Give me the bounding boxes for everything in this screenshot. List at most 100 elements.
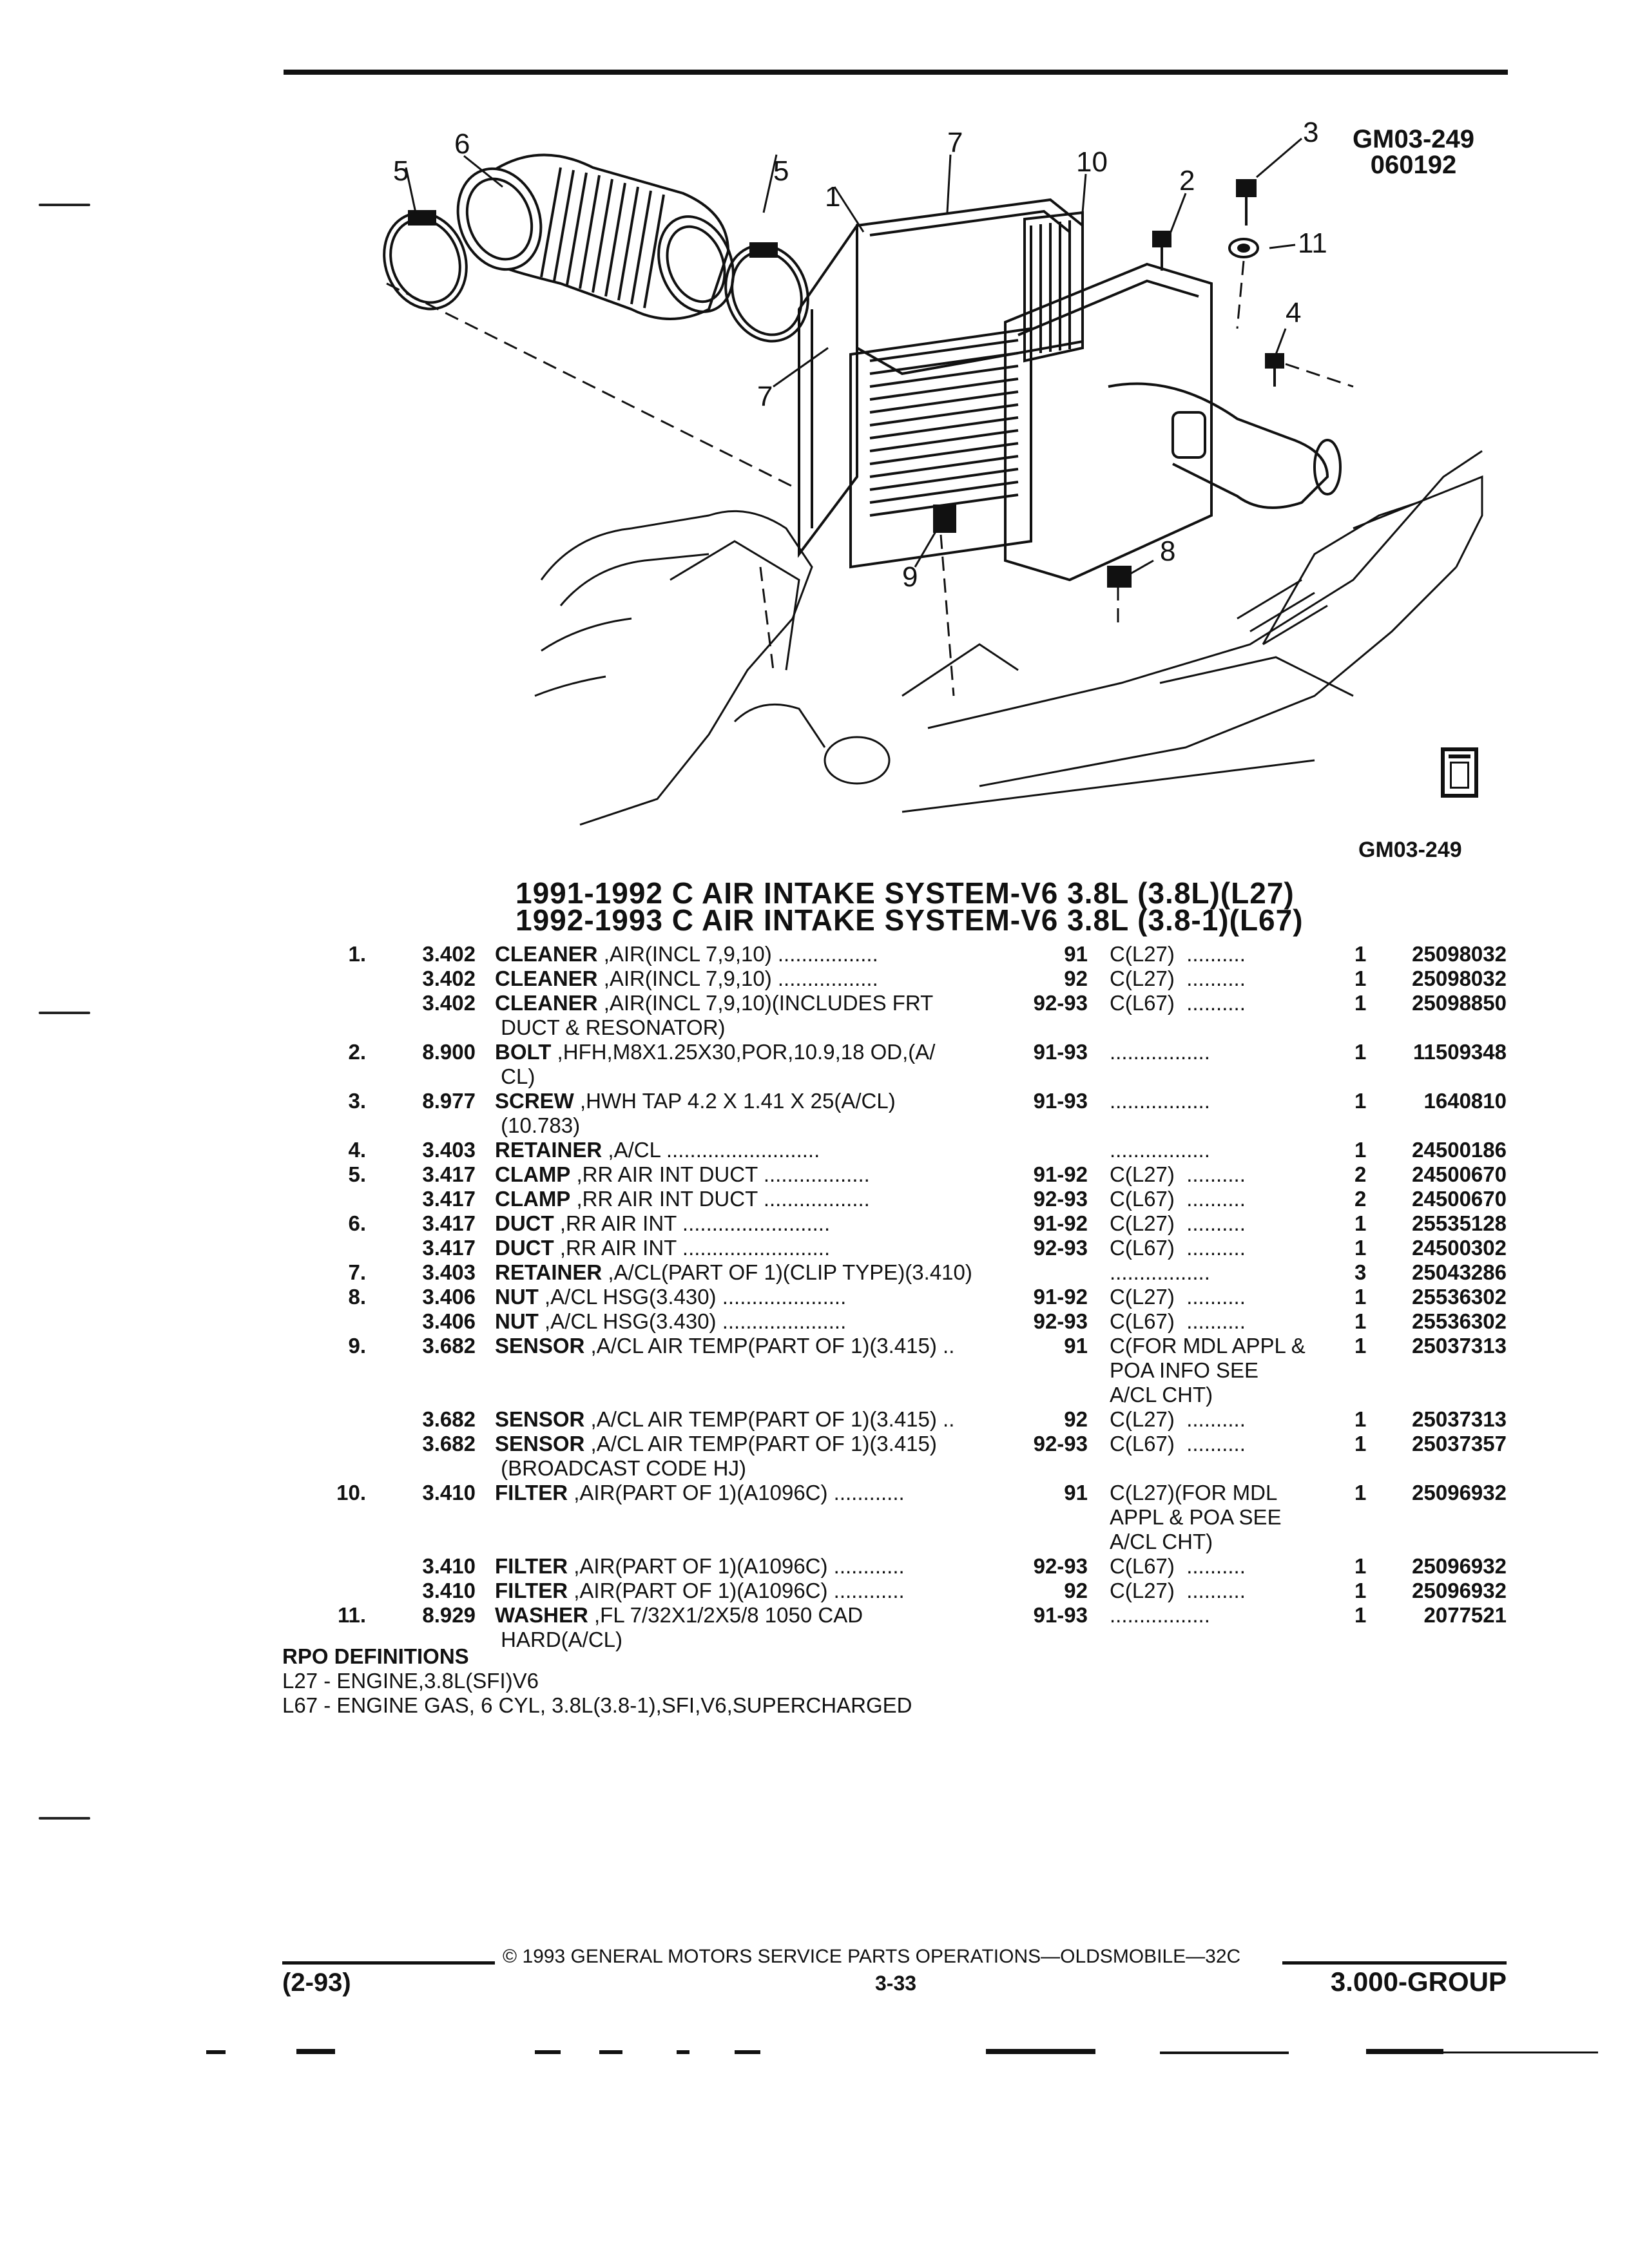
group-number: 3.403 — [422, 1260, 476, 1284]
rpo-heading: RPO DEFINITIONS — [282, 1644, 469, 1668]
callout-7-top: 7 — [947, 127, 963, 159]
air-intake-exploded-diagram: 6 5 5 1 7 10 2 3 11 4 7 9 8 — [383, 117, 1483, 826]
part-number: 25096932 — [1412, 1554, 1507, 1578]
part-number: 2077521 — [1423, 1603, 1507, 1627]
group-number: 3.410 — [422, 1579, 476, 1602]
model-years: 91-92 — [1033, 1211, 1088, 1235]
callout-leaders — [405, 137, 1302, 575]
quantity: 1 — [1354, 1603, 1367, 1627]
callout-5-left: 5 — [393, 155, 409, 187]
screw-3 — [1236, 179, 1257, 226]
part-description: (BROADCAST CODE HJ) — [495, 1456, 1023, 1481]
title-line-2: 1992-1993 C AIR INTAKE SYSTEM-V6 3.8L (3… — [516, 903, 1304, 937]
gm-spo-logo — [1441, 747, 1478, 798]
part-detail: ,A/CL AIR TEMP(PART OF 1)(3.415) .. — [590, 1407, 955, 1431]
page-number: 3-33 — [875, 1972, 917, 1995]
scan-artifact-strip — [206, 2049, 1598, 2054]
model-years: 92-93 — [1033, 1432, 1088, 1456]
part-description: NUT ,A/CL HSG(3.430) ...................… — [495, 1285, 1023, 1309]
quantity: 1 — [1354, 1432, 1367, 1456]
engine-body-outline — [534, 450, 1483, 826]
group-number: 3.402 — [422, 942, 476, 966]
bolt-2 — [1152, 231, 1171, 271]
item-number: 10. — [336, 1481, 366, 1504]
item-number: 3. — [348, 1089, 366, 1113]
application: A/CL CHT) — [1110, 1530, 1213, 1553]
part-detail: ,A/CL HSG(3.430) ..................... — [545, 1309, 847, 1333]
quantity: 1 — [1354, 991, 1367, 1015]
part-description: FILTER ,AIR(PART OF 1)(A1096C) .........… — [495, 1554, 1023, 1579]
quantity: 1 — [1354, 1236, 1367, 1260]
figure-id: GM03-249 060192 — [1353, 126, 1474, 178]
item-number: 2. — [348, 1040, 366, 1064]
part-name: DUCT — [495, 1236, 554, 1260]
model-years: 91 — [1064, 942, 1088, 966]
quantity: 2 — [1354, 1162, 1367, 1186]
part-number: 25098032 — [1412, 966, 1507, 990]
part-description: DUCT ,RR AIR INT .......................… — [495, 1236, 1023, 1260]
part-detail: ,HWH TAP 4.2 X 1.41 X 25(A/CL) — [580, 1089, 896, 1113]
application: C(L67) .......... — [1110, 991, 1246, 1015]
rpo-line: L67 - ENGINE GAS, 6 CYL, 3.8L(3.8-1),SFI… — [282, 1693, 912, 1717]
binder-mark — [39, 204, 90, 206]
item-number: 8. — [348, 1285, 366, 1309]
group-number: 8.929 — [422, 1603, 476, 1627]
part-row: POA INFO SEE — [0, 1358, 1629, 1383]
application: POA INFO SEE — [1110, 1358, 1259, 1382]
group-number: 3.417 — [422, 1162, 476, 1186]
part-number: 25043286 — [1412, 1260, 1507, 1284]
callout-7-bottom: 7 — [757, 381, 773, 412]
model-years: 91-93 — [1033, 1603, 1088, 1627]
part-name: SCREW — [495, 1089, 574, 1113]
part-description: CLEANER ,AIR(INCL 7,9,10) ..............… — [495, 966, 1023, 991]
callout-6: 6 — [454, 128, 470, 160]
quantity: 1 — [1354, 966, 1367, 990]
part-description: WASHER ,FL 7/32X1/2X5/8 1050 CAD — [495, 1603, 1023, 1628]
part-name: FILTER — [495, 1481, 568, 1504]
part-detail: ,AIR(PART OF 1)(A1096C) ............ — [574, 1481, 905, 1504]
rpo-definitions: RPO DEFINITIONS L27 - ENGINE,3.8L(SFI)V6… — [282, 1644, 912, 1718]
part-name: RETAINER — [495, 1260, 602, 1284]
application: C(L27) .......... — [1110, 1211, 1246, 1235]
quantity: 2 — [1354, 1187, 1367, 1211]
part-name: FILTER — [495, 1579, 568, 1602]
part-description: RETAINER ,A/CL .........................… — [495, 1138, 1023, 1162]
part-name: CLEANER — [495, 991, 598, 1015]
part-description — [495, 1530, 1023, 1554]
quantity: 1 — [1354, 1554, 1367, 1578]
application: C(L27) .......... — [1110, 1407, 1246, 1431]
part-detail: HARD(A/CL) — [501, 1628, 623, 1651]
part-description: CLEANER ,AIR(INCL 7,9,10)(INCLUDES FRT — [495, 991, 1023, 1015]
section-title: 1991-1992 C AIR INTAKE SYSTEM-V6 3.8L (3… — [516, 876, 1304, 937]
part-description: SENSOR ,A/CL AIR TEMP(PART OF 1)(3.415) … — [495, 1407, 1023, 1432]
part-number: 25096932 — [1412, 1481, 1507, 1504]
assembly-lines — [386, 260, 1354, 697]
sensor-9 — [933, 505, 956, 533]
retainer-4 — [1265, 353, 1284, 387]
item-number: 4. — [348, 1138, 366, 1162]
part-description — [495, 1358, 1023, 1383]
figure-id-code: GM03-249 — [1353, 125, 1474, 153]
callout-9: 9 — [902, 561, 918, 593]
clamp-left — [383, 210, 468, 311]
part-detail: ,AIR(INCL 7,9,10) ................. — [603, 942, 878, 966]
part-name: CLEANER — [495, 942, 598, 966]
copyright-line: © 1993 GENERAL MOTORS SERVICE PARTS OPER… — [503, 1946, 1241, 1967]
title-line-1: 1991-1992 C AIR INTAKE SYSTEM-V6 3.8L (3… — [516, 876, 1295, 910]
part-description: CLAMP ,RR AIR INT DUCT .................… — [495, 1187, 1023, 1211]
model-years: 91 — [1064, 1481, 1088, 1504]
part-detail: ,A/CL(PART OF 1)(CLIP TYPE)(3.410) — [608, 1260, 972, 1284]
part-number: 25098850 — [1412, 991, 1507, 1015]
part-number: 24500670 — [1412, 1187, 1507, 1211]
top-rule — [284, 70, 1508, 75]
part-number: 25536302 — [1412, 1309, 1507, 1333]
group-name: 3.000-GROUP — [1330, 1966, 1507, 1997]
quantity: 1 — [1354, 1481, 1367, 1504]
